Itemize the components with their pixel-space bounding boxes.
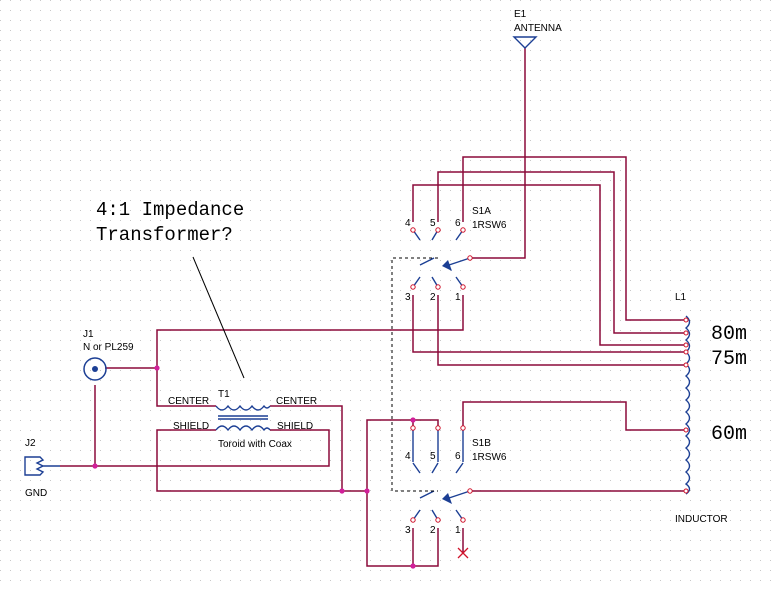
s1a-ref: S1A [472,206,491,217]
t1-center-right: CENTER [276,396,317,407]
l1-label: INDUCTOR [675,514,728,525]
junction-dot [410,563,416,569]
t1-ref: T1 [218,389,230,400]
switch-gang-link [391,257,438,492]
pin-dot [467,488,473,494]
s1a-pin-label: 4 [405,218,411,229]
switch-s1b[interactable]: S1B 1RSW6 4 5 6 3 2 1 [405,425,507,559]
j2-ref: J2 [25,438,36,449]
junction-dot [410,417,416,423]
junctions [92,365,416,569]
pin-dot [410,517,416,523]
inductor-tap-pins [683,317,689,494]
inductor-coil-icon [684,315,691,495]
s1b-pin-label: 5 [430,451,436,462]
junction-dot [364,488,370,494]
pin-dot [435,284,441,290]
wiper-line [445,257,471,267]
pin-dot [460,227,466,233]
pin-dot [435,227,441,233]
j2-label: GND [25,488,47,499]
transformer-primary-coil-icon [215,404,271,411]
wiper-line [445,490,471,500]
pin-dot [410,227,416,233]
s1b-pin-label: 1 [455,525,461,536]
t1-shield-left: SHIELD [173,421,209,432]
pin-dot [683,330,689,336]
s1a-pin-label: 5 [430,218,436,229]
coax-center-dot [92,366,98,372]
band-75m-label: 75m [711,348,747,371]
band-80m-label: 80m [711,323,747,346]
transformer-secondary-coil-icon [215,425,271,432]
wires [60,48,686,567]
s1b-pin-label: 3 [405,525,411,536]
band-labels: 80m 75m 60m [711,323,747,446]
l1-ref: L1 [675,292,687,303]
pin-dot [460,284,466,290]
pin-dot [460,517,466,523]
transformer-note: 4:1 Impedance Transformer? [96,199,245,379]
pin-dot [683,488,689,494]
j1-type: N or PL259 [83,342,134,353]
junction-dot [154,365,160,371]
pin-dot [683,342,689,348]
antenna-label: ANTENNA [514,23,562,34]
inductor-l1[interactable]: L1 INDUCTOR [675,292,728,525]
note-line-1: 4:1 Impedance [96,199,244,221]
pin-dot [467,255,473,261]
t1-description: Toroid with Coax [218,439,292,450]
s1a-pin-label: 3 [405,292,411,303]
connector-j2[interactable]: J2 GND [24,438,60,499]
note-line-2: Transformer? [96,224,233,246]
note-leader-line [192,256,245,379]
ground-terminal-icon [24,456,60,476]
s1b-ref: S1B [472,438,491,449]
junction-dot [339,488,345,494]
pin-dot [410,425,416,431]
t1-shield-right: SHIELD [277,421,313,432]
s1a-pin-label: 1 [455,292,461,303]
transformer-t1[interactable]: T1 CENTER CENTER SHIELD SHIELD Toroid wi… [168,389,317,450]
s1b-pin-label: 6 [455,451,461,462]
pin-dot [683,317,689,323]
pin-dot [683,362,689,368]
no-connect-icon [457,547,469,559]
pin-dot [683,427,689,433]
antenna-icon [512,36,538,49]
t1-center-left: CENTER [168,396,209,407]
antenna-e1[interactable]: E1 ANTENNA [512,9,562,49]
antenna-ref: E1 [514,9,527,20]
junction-dot [92,463,98,469]
pin-dot [435,425,441,431]
s1b-pin-label: 4 [405,451,411,462]
s1b-pin-label: 2 [430,525,436,536]
pin-dot [460,425,466,431]
pin-dot [410,284,416,290]
s1a-pin-label: 6 [455,218,461,229]
pin-dot [683,349,689,355]
s1a-part: 1RSW6 [472,220,507,231]
j1-ref: J1 [83,329,94,340]
pin-dot [435,517,441,523]
connector-j1[interactable]: J1 N or PL259 [83,329,134,381]
switch-s1a[interactable]: S1A 1RSW6 4 5 6 3 2 1 [405,206,507,303]
s1b-part: 1RSW6 [472,452,507,463]
s1a-pin-label: 2 [430,292,436,303]
band-60m-label: 60m [711,423,747,446]
coax-connector-icon [83,357,107,381]
